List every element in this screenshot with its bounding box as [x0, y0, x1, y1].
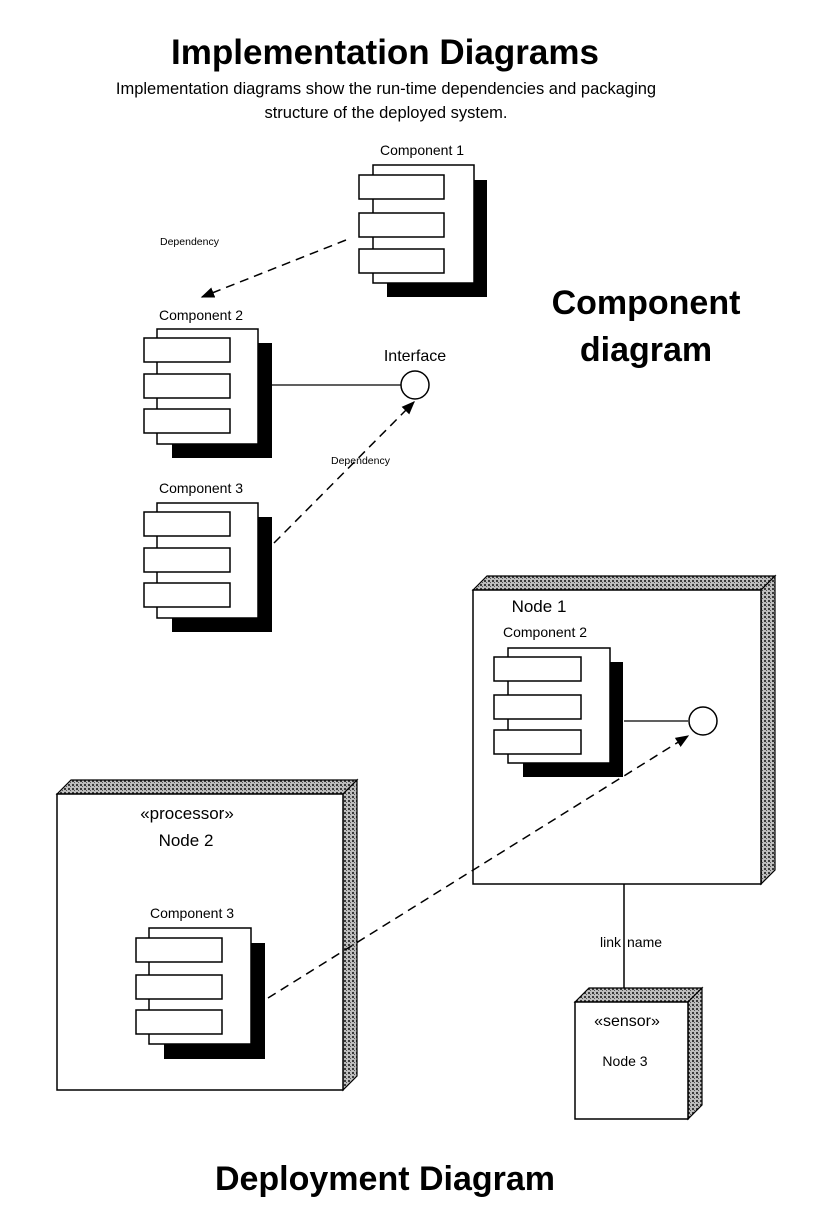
- node-1-label: Node 1: [512, 597, 567, 616]
- component-3-label: Component 3: [159, 480, 243, 496]
- node-1-side-face: [760, 574, 776, 886]
- node-1-component-port-1: [493, 656, 582, 682]
- node-link-label-part1: link: [600, 934, 622, 950]
- dependency-1-label: Dependency: [160, 236, 220, 248]
- node-3-side-face: [687, 986, 703, 1121]
- component-2-port-3: [143, 408, 231, 434]
- component-1-port-3: [358, 248, 445, 274]
- component-3-port-2: [143, 547, 231, 573]
- component-3-port-3: [143, 582, 231, 608]
- node-2-stereotype: «processor»: [140, 804, 234, 823]
- component-2-label: Component 2: [159, 307, 243, 323]
- node-2-component-port-2: [135, 974, 223, 1000]
- node-2-side-face: [342, 778, 358, 1092]
- component-2-port-1: [143, 337, 231, 363]
- node-2-component-port-3: [135, 1009, 223, 1035]
- node-2-component-port-1: [135, 937, 223, 963]
- node-1-component-label: Component 2: [503, 624, 587, 640]
- component-1-label: Component 1: [380, 142, 464, 158]
- interface-label: Interface: [384, 348, 446, 365]
- page-title: Implementation Diagrams: [171, 33, 599, 72]
- node-2-top-face: [55, 779, 359, 795]
- node-2-component-label: Component 3: [150, 905, 234, 921]
- node-link-label-part2: name: [627, 934, 662, 950]
- component-3[interactable]: Component 3: [143, 480, 272, 632]
- node-1[interactable]: Node 1 Component 2: [471, 574, 777, 886]
- dependency-1-arrow: [200, 239, 347, 298]
- dependency-2-arrow: [273, 401, 415, 544]
- node-3-stereotype: «sensor»: [594, 1013, 660, 1030]
- component-3-port-1: [143, 511, 231, 537]
- node-3-top-face: [573, 987, 704, 1003]
- node-1-component-port-2: [493, 694, 582, 720]
- node-1-top-face: [471, 575, 777, 591]
- component-2-port-2: [143, 373, 231, 399]
- component-2[interactable]: Component 2: [143, 307, 272, 458]
- deployment-dependency-arrow: [267, 735, 690, 999]
- node-2-label: Node 2: [159, 831, 214, 850]
- node-3[interactable]: «sensor» Node 3: [573, 986, 704, 1121]
- interface-lollipop-icon[interactable]: [400, 370, 430, 400]
- page-subtitle-line2: structure of the deployed system.: [264, 104, 507, 122]
- node-3-front-face: [574, 1001, 689, 1120]
- node-2[interactable]: «processor» Node 2 Component 3: [55, 778, 359, 1092]
- component-1-port-1: [358, 174, 445, 200]
- page-subtitle-line1: Implementation diagrams show the run-tim…: [116, 80, 656, 98]
- node-2-component[interactable]: [135, 927, 265, 1059]
- component-diagram-heading-line1: Component: [552, 284, 741, 322]
- dependency-2-label: Dependency: [331, 455, 391, 467]
- node-1-component-port-3: [493, 729, 582, 755]
- node-3-label: Node 3: [602, 1053, 647, 1069]
- component-1[interactable]: Component 1: [358, 142, 487, 297]
- deployment-diagram-heading: Deployment Diagram: [215, 1160, 555, 1198]
- node-1-component[interactable]: [493, 647, 623, 777]
- component-1-port-2: [358, 212, 445, 238]
- component-diagram-heading-line2: diagram: [580, 331, 712, 369]
- node-1-interface-lollipop-icon[interactable]: [688, 706, 718, 736]
